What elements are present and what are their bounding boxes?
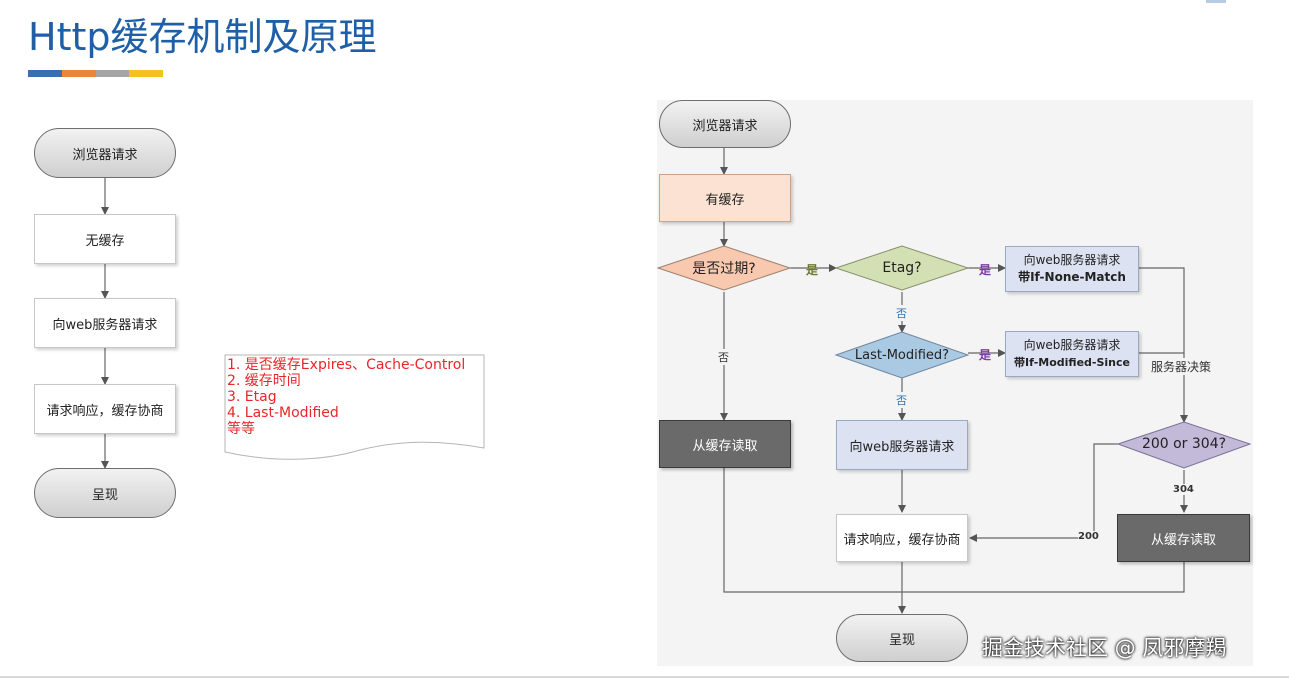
status-question: 200 or 304? [1124,432,1244,456]
right-request-node: 向web服务器请求 [836,420,968,470]
lm-question-label: Last-Modified? [854,347,950,363]
underline-segment-blue [28,70,62,77]
left-request-label: 向web服务器请求 [52,317,158,333]
right-render-node: 呈现 [836,614,968,662]
left-render-node: 呈现 [34,468,176,518]
left-response-node: 请求响应，缓存协商 [34,384,176,434]
etag-request-node: 向web服务器请求 带If-None-Match [1005,246,1139,292]
read-cache-node-1: 从缓存读取 [659,420,791,468]
left-render-label: 呈现 [91,487,118,503]
label-yes-lm: 是 [979,348,992,362]
right-line-cache1-bottom [723,468,1185,593]
right-response-label: 请求响应，缓存协商 [843,532,961,548]
diamond-last-modified [834,331,970,379]
corner-mark [1206,0,1226,3]
left-no-cache-node: 无缓存 [34,214,176,264]
left-no-cache-label: 无缓存 [85,233,125,249]
etag-question: Etag? [846,256,958,280]
diamond-status [1116,421,1252,469]
label-yes-etag: 是 [979,263,992,277]
has-cache-node: 有缓存 [659,174,791,222]
bottom-divider [0,676,1289,678]
note-shape [224,354,485,460]
right-response-node: 请求响应，缓存协商 [836,514,968,562]
title-underline [28,70,163,77]
page-title: Http缓存机制及原理 [28,15,377,59]
right-start-label: 浏览器请求 [692,118,758,134]
right-line-etag-req-out [1139,267,1188,423]
label-200: 200 [1078,531,1099,542]
label-no-lm: 否 [896,392,907,408]
expired-question-label: 是否过期? [692,261,756,277]
lm-request-line2: 带If-Modified-Since [1014,356,1130,369]
status-question-label: 200 or 304? [1141,436,1227,452]
note-line-4: 4. Last-Modified [227,405,339,421]
left-response-label: 请求响应，缓存协商 [46,403,164,419]
label-304: 304 [1173,484,1194,495]
right-arrow-200 [969,443,1118,542]
note-line-3: 3. Etag [227,389,277,405]
diamond-etag [834,245,970,291]
right-request-label: 向web服务器请求 [849,439,955,455]
etag-request-line1: 向web服务器请求 [1023,253,1121,267]
has-cache-label: 有缓存 [705,192,745,208]
etag-question-label: Etag? [882,260,922,276]
note-line-2: 2. 缓存时间 [227,373,301,389]
label-server-decision: 服务器决策 [1150,358,1213,375]
read-cache-node-2: 从缓存读取 [1117,514,1250,562]
lm-question: Last-Modified? [840,343,964,367]
watermark: 掘金技术社区 @ 凤邪摩羯 [982,636,1227,660]
read-cache-label-2: 从缓存读取 [1150,532,1216,548]
lm-request-line1: 向web服务器请求 [1023,338,1121,352]
diamond-expired [656,245,792,291]
cache-notes: 1. 是否缓存Expires、Cache-Control 2. 缓存时间 3. … [227,357,483,437]
label-yes-expired: 是 [806,263,819,277]
underline-segment-yellow [129,70,163,77]
underline-segment-gray [95,70,130,77]
read-cache-label-1: 从缓存读取 [692,438,758,454]
left-request-node: 向web服务器请求 [34,298,176,348]
label-no-etag: 否 [896,305,907,321]
etag-request-line2: 带If-None-Match [1018,270,1126,284]
label-no-expired: 否 [718,349,729,365]
note-line-5: 等等 [227,421,255,437]
note-line-1: 1. 是否缓存Expires、Cache-Control [227,357,466,373]
left-start-node: 浏览器请求 [34,128,176,178]
expired-question: 是否过期? [668,256,780,280]
left-start-label: 浏览器请求 [72,147,138,163]
right-render-label: 呈现 [888,632,915,648]
underline-segment-orange [61,70,96,77]
lm-request-node: 向web服务器请求 带If-Modified-Since [1005,331,1139,377]
right-start-node: 浏览器请求 [659,100,791,148]
